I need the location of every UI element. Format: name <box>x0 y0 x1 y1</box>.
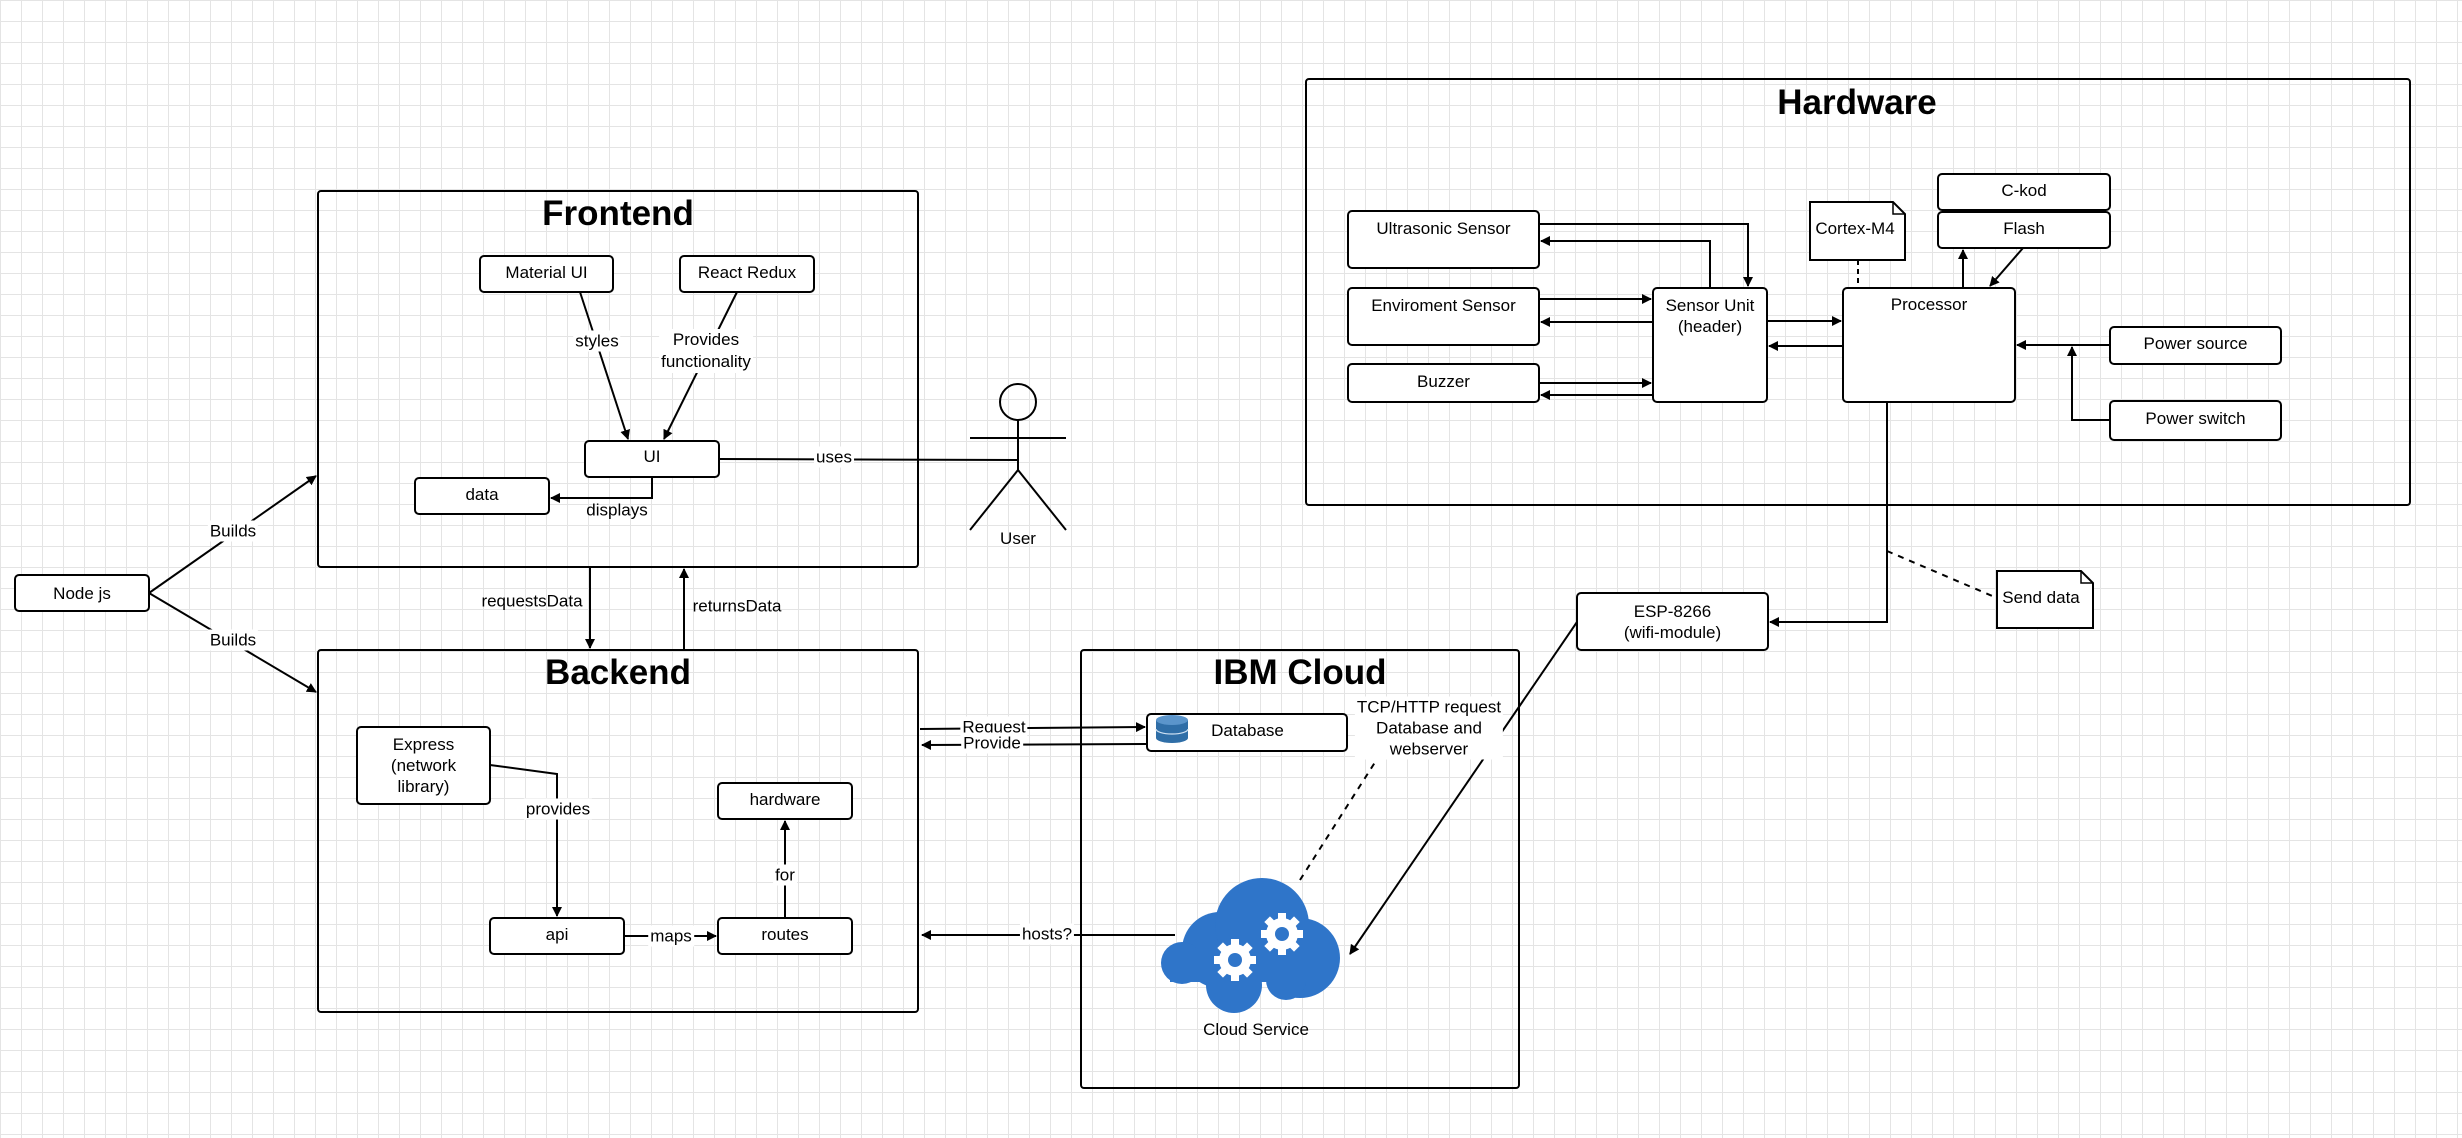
edge-flash-to-processor <box>1989 247 2024 287</box>
ibm-cloud-container <box>1080 649 1520 1089</box>
ui-label: UI <box>643 447 661 466</box>
builds-backend-label: Builds <box>207 629 259 651</box>
tcp-http-label: TCP/HTTP request Database and webserver <box>1354 696 1504 760</box>
data-box <box>414 477 550 515</box>
edge-provides <box>489 764 562 917</box>
user-label: User <box>1000 529 1036 548</box>
cortex-note <box>1809 201 1906 261</box>
frontend-container <box>317 190 919 568</box>
esp-label: ESP-8266 (wifi-module) <box>1623 601 1722 642</box>
edge-send-data <box>1886 550 1998 599</box>
ckod-label: C-kod <box>2001 180 2047 200</box>
cloud-service-label: Cloud Service <box>1203 1020 1309 1039</box>
edge-styles <box>579 291 630 440</box>
builds-frontend-label: Builds <box>207 520 259 542</box>
api-label: api <box>545 925 569 944</box>
flash-label: Flash <box>2003 219 2045 238</box>
edge-sensor-to-ultrasonic <box>1540 236 1711 288</box>
user-actor <box>969 383 1067 531</box>
hardware-label: hardware <box>749 790 821 809</box>
backend-title: Backend <box>545 653 691 692</box>
send-data-label: Send data <box>2002 587 2080 607</box>
edge-power-switch <box>2067 346 2110 421</box>
backend-container <box>317 649 919 1013</box>
edge-tcp-http <box>1299 744 1387 881</box>
styles-label: styles <box>573 330 621 352</box>
nodejs-label: Node js <box>53 583 111 603</box>
provide-label: Provide <box>961 732 1023 754</box>
edge-uses <box>718 458 1019 461</box>
ibm-cloud-title: IBM Cloud <box>1213 653 1387 692</box>
esp-box <box>1576 592 1769 651</box>
ckod-box <box>1937 173 2111 211</box>
edge-ultrasonic-to-sensor <box>1539 223 1753 287</box>
sensor-unit-label: Sensor Unit (header) <box>1665 296 1755 336</box>
edge-processor-to-esp <box>1769 402 1888 627</box>
returns-data-label: returnsData <box>692 596 782 616</box>
provides-functionality-label: Provides functionality <box>659 329 753 373</box>
power-switch-label: Power switch <box>2145 409 2246 428</box>
maps-label: maps <box>648 925 694 947</box>
material-ui-label: Material UI <box>505 263 588 282</box>
power-source-label: Power source <box>2143 334 2248 353</box>
for-label: for <box>773 864 797 886</box>
edge-request <box>919 722 1146 733</box>
requests-data-label: requestsData <box>481 591 583 611</box>
react-redux-box <box>679 255 815 293</box>
hardware-box <box>717 782 853 820</box>
cloud-service-icon <box>1161 878 1340 1013</box>
database-box <box>1146 713 1348 752</box>
edge-esp-to-cloud <box>1349 621 1578 955</box>
processor-label: Processor <box>1890 295 1968 314</box>
uses-label: uses <box>814 446 854 468</box>
enviroment-label: Enviroment Sensor <box>1371 296 1516 315</box>
data-label: data <box>465 484 499 504</box>
provides-label: provides <box>523 798 593 820</box>
database-icon <box>1155 715 1189 743</box>
hardware-container <box>1305 78 2411 506</box>
routes-label: routes <box>761 925 809 944</box>
react-redux-label: React Redux <box>697 263 797 282</box>
ultrasonic-label: Ultrasonic Sensor <box>1376 219 1511 238</box>
edge-provide <box>921 739 1148 750</box>
express-label: Express (network library) <box>390 735 457 796</box>
hosts-label: hosts? <box>1019 923 1075 945</box>
cortex-label: Cortex-M4 <box>1815 218 1895 238</box>
request-label: Request <box>960 716 1028 738</box>
material-ui-box <box>479 255 614 293</box>
database-label: Database <box>1211 721 1284 740</box>
enviroment-box <box>1347 287 1540 346</box>
ultrasonic-box <box>1347 210 1540 269</box>
buzzer-label: Buzzer <box>1417 371 1470 391</box>
hardware-title: Hardware <box>1777 83 1937 122</box>
frontend-title: Frontend <box>542 194 694 233</box>
send-data-note <box>1996 570 2094 629</box>
flash-box <box>1937 211 2111 249</box>
edge-displays <box>550 477 653 503</box>
displays-label: displays <box>586 500 648 520</box>
